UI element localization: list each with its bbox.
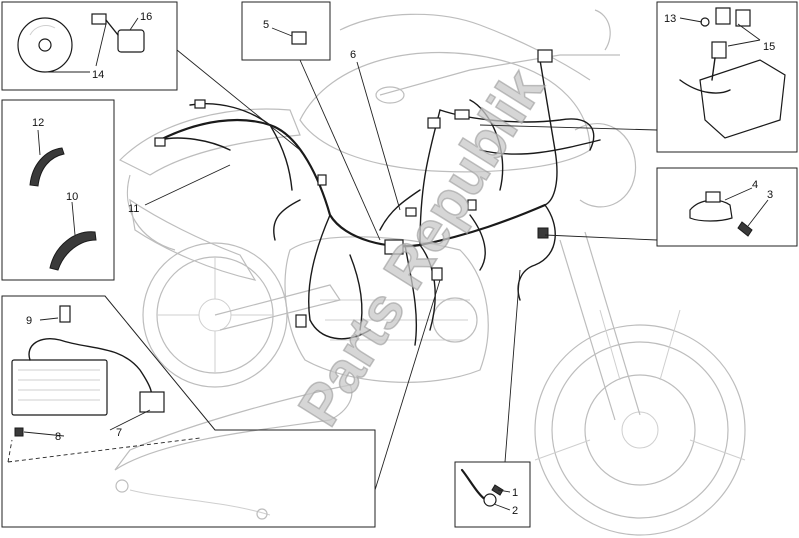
callout-15: 15 (763, 41, 775, 53)
inset-cable-straps: 12 10 (1, 99, 115, 281)
callout-16: 16 (140, 11, 152, 23)
inset-cd-and-key-switch: 14 16 (1, 1, 301, 151)
callout-6-group: 6 (350, 49, 401, 211)
callout-7: 7 (116, 427, 122, 439)
inset-fuse: 5 (241, 1, 381, 241)
callout-9: 9 (26, 315, 32, 327)
callout-11: 11 (128, 203, 139, 215)
inset-ground-lead: 1 2 (454, 269, 531, 528)
callout-6: 6 (350, 49, 356, 61)
callout-3: 3 (767, 189, 773, 201)
callout-10: 10 (66, 191, 78, 203)
inset-relays-bracket: 13 15 (479, 1, 798, 153)
watermark: Parts Republik (285, 57, 557, 438)
inset-voltage-regulator: 9 8 7 (1, 279, 441, 528)
callout-8: 8 (55, 431, 61, 443)
callout-12: 12 (32, 117, 44, 129)
main-wiring-harness (154, 49, 601, 346)
callout-4: 4 (752, 179, 758, 191)
motorcycle-outline (114, 9, 746, 536)
callout-2: 2 (512, 505, 518, 517)
svg-text:Parts Republik: Parts Republik (286, 57, 557, 436)
inset-sensor: 4 3 (544, 167, 798, 247)
callout-5: 5 (263, 19, 269, 31)
callout-11-group: 11 (128, 164, 231, 215)
callout-13: 13 (664, 13, 676, 25)
callout-14: 14 (92, 69, 104, 81)
callout-1: 1 (512, 487, 518, 499)
